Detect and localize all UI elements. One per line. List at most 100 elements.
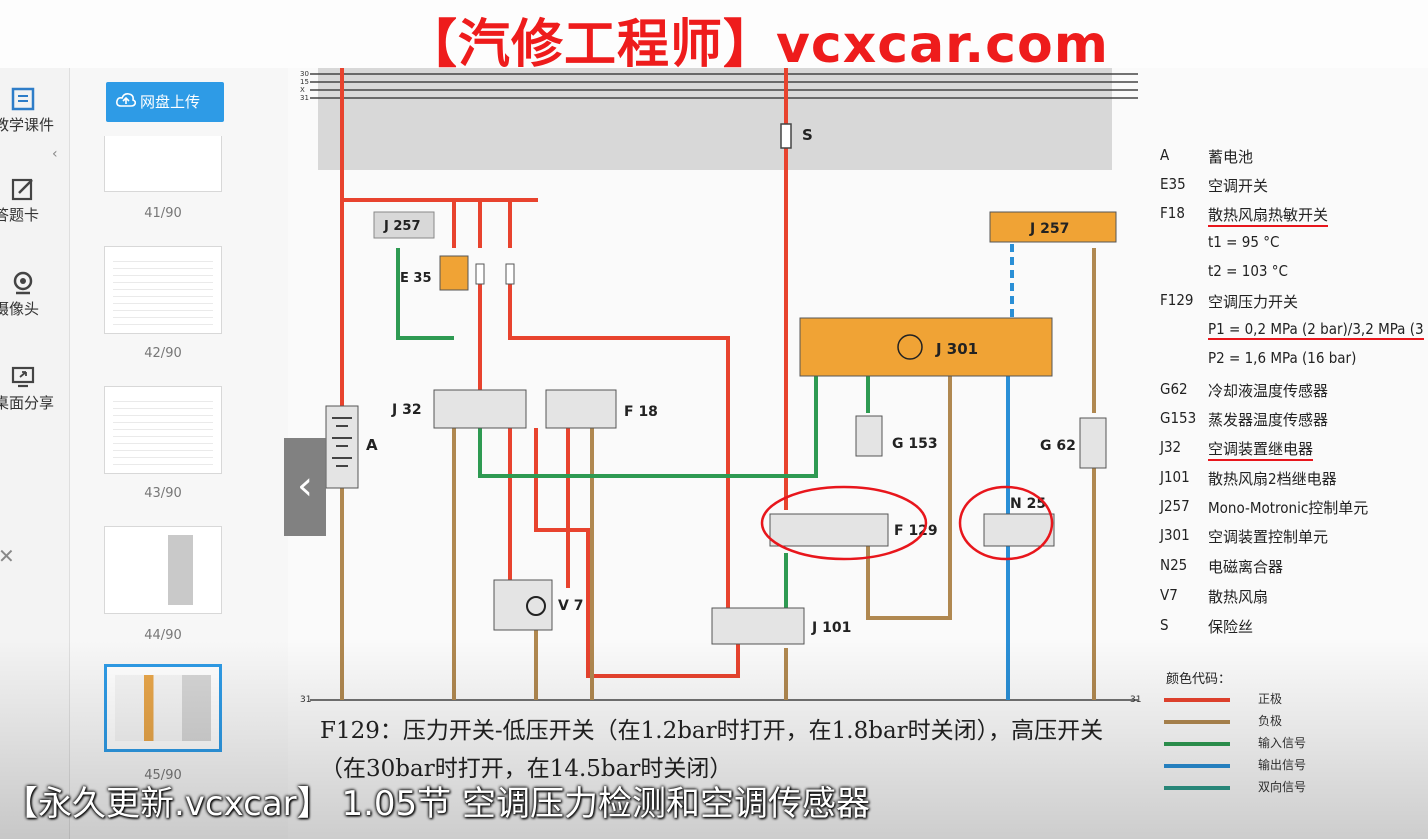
close-icon[interactable]: ✕ bbox=[0, 544, 15, 568]
video-caption: 【永久更新.vcxcar】 1.05节 空调压力检测和空调传感器 bbox=[4, 784, 870, 824]
page-number: 41/90 bbox=[144, 206, 182, 221]
color-swatch bbox=[1164, 764, 1230, 768]
legend-desc: 蒸发器温度传感器 bbox=[1208, 411, 1329, 429]
switch-f18 bbox=[545, 389, 617, 429]
legend-desc: P2 = 1,6 MPa (16 bar) bbox=[1208, 349, 1357, 367]
legend-desc: 冷却液温度传感器 bbox=[1208, 382, 1329, 400]
legend-desc: 蓄电池 bbox=[1208, 148, 1254, 166]
relay-j32-label: J 32 bbox=[391, 402, 422, 418]
color-swatch bbox=[1164, 720, 1230, 724]
color-label: 双向信号 bbox=[1258, 780, 1307, 794]
switch-e35-label: E 35 bbox=[400, 271, 432, 286]
page-number: 44/90 bbox=[144, 628, 182, 643]
color-label: 输入信号 bbox=[1258, 736, 1307, 750]
thumbnail-44[interactable] bbox=[104, 526, 222, 614]
sensor-g153 bbox=[855, 415, 883, 457]
legend-code: S bbox=[1160, 616, 1169, 634]
bus-label: X bbox=[300, 86, 305, 94]
legend-code: J32 bbox=[1160, 438, 1182, 456]
color-code-title: 颜色代码： bbox=[1166, 672, 1232, 687]
wiring-schematic: 30 15 X 31 31 31 bbox=[300, 68, 1141, 705]
legend-desc: 空调装置控制单元 bbox=[1208, 528, 1329, 546]
ecu-j257-left bbox=[373, 211, 435, 239]
answer-card-icon bbox=[11, 178, 33, 201]
fan-v7-label: V 7 bbox=[558, 598, 583, 614]
legend-code: N25 bbox=[1160, 556, 1188, 574]
legend-code: J301 bbox=[1160, 526, 1190, 544]
legend-desc: P1 = 0,2 MPa (2 bar)/3,2 MPa (3 bbox=[1208, 320, 1424, 340]
rail-label-answer-card: 答题卡 bbox=[0, 206, 40, 224]
bus-label: 15 bbox=[300, 78, 309, 86]
relay-j101 bbox=[711, 607, 805, 645]
legend-desc: 空调装置继电器 bbox=[1208, 438, 1314, 461]
fan-v7 bbox=[493, 579, 553, 631]
cloud-upload-button[interactable]: 网盘上传 bbox=[106, 82, 224, 122]
previous-page-button[interactable]: ‹ bbox=[284, 438, 326, 536]
chevron-left-icon[interactable]: ‹ bbox=[52, 146, 58, 162]
color-swatch bbox=[1164, 698, 1230, 702]
top-banner: 【汽修工程师】vcxcar.com bbox=[0, 0, 1428, 75]
sensor-g62-label: G 62 bbox=[1040, 438, 1076, 454]
fuse-box-area bbox=[318, 68, 1112, 170]
legend-code: F129 bbox=[1160, 291, 1194, 309]
color-label: 正极 bbox=[1258, 692, 1283, 706]
control-unit-j301-label: J 301 bbox=[935, 340, 978, 358]
thumbnail-45-active[interactable] bbox=[104, 664, 222, 752]
fuse-small bbox=[505, 263, 515, 285]
legend-desc: Mono-Motronic控制单元 bbox=[1208, 499, 1369, 517]
cloud-upload-icon bbox=[116, 83, 137, 123]
legend-desc: 空调开关 bbox=[1208, 177, 1269, 195]
legend-desc: t1 = 95 °C bbox=[1208, 233, 1280, 251]
legend-desc: 空调压力开关 bbox=[1208, 293, 1299, 311]
f129-note: F129：压力开关-低压开关（在1.2bar时打开，在1.8bar时关闭），高压… bbox=[320, 718, 1104, 782]
rail-item-camera[interactable]: 摄像头 bbox=[0, 270, 70, 319]
legend-code: G153 bbox=[1160, 409, 1197, 427]
clutch-n25 bbox=[983, 513, 1055, 547]
page-number: 42/90 bbox=[144, 346, 182, 361]
legend-desc: 散热风扇 bbox=[1208, 588, 1269, 606]
rail-item-desktop-share[interactable]: 桌面分享 bbox=[0, 364, 70, 413]
pressure-switch-label: F 129 bbox=[894, 523, 938, 539]
desktop-share-icon bbox=[11, 366, 35, 388]
legend-desc: 散热风扇2档继电器 bbox=[1208, 470, 1337, 488]
sensor-g62 bbox=[1079, 417, 1107, 469]
rail-item-answer-card[interactable]: 答题卡 bbox=[0, 176, 70, 225]
fuse-small bbox=[475, 263, 485, 285]
rail-label-camera: 摄像头 bbox=[0, 300, 40, 318]
legend-code: J257 bbox=[1160, 497, 1190, 515]
ground-label: 31 bbox=[300, 695, 311, 705]
ecu-j257-left-label: J 257 bbox=[383, 219, 421, 234]
rail-label-courseware: 教学课件 bbox=[0, 116, 55, 134]
fuse-s bbox=[780, 123, 792, 149]
thumbnail-panel: 网盘上传 41/90 42/90 43/90 44/90 45/90 bbox=[70, 68, 288, 839]
ecu-j257-right bbox=[989, 211, 1117, 243]
thumbnail-42[interactable] bbox=[104, 246, 222, 334]
legend-desc: 电磁离合器 bbox=[1208, 558, 1284, 576]
relay-j101-label: J 101 bbox=[811, 620, 851, 636]
legend-desc: t2 = 103 °C bbox=[1208, 262, 1288, 280]
rail-item-courseware[interactable]: 教学课件 bbox=[0, 86, 70, 135]
legend-code: F18 bbox=[1160, 204, 1185, 222]
switch-f18-label: F 18 bbox=[624, 404, 658, 420]
document-view: 30 15 X 31 31 31 bbox=[288, 68, 1428, 839]
chevron-left-icon: ‹ bbox=[297, 463, 313, 509]
sensor-g153-label: G 153 bbox=[892, 436, 938, 452]
switch-e35 bbox=[439, 255, 469, 291]
ground-label-right: 31 bbox=[1130, 695, 1141, 705]
color-label: 输出信号 bbox=[1258, 758, 1307, 772]
legend-code: A bbox=[1160, 146, 1170, 164]
annotation-circle bbox=[760, 485, 928, 561]
control-unit-j301 bbox=[799, 317, 1053, 377]
watermark-text: 【汽修工程师】vcxcar.com bbox=[405, 15, 1109, 75]
rail-label-desktop-share: 桌面分享 bbox=[0, 394, 55, 412]
thumbnail-41[interactable] bbox=[104, 136, 222, 192]
pressure-switch-f129 bbox=[769, 513, 889, 547]
page-number: 43/90 bbox=[144, 486, 182, 501]
thumbnail-43[interactable] bbox=[104, 386, 222, 474]
camera-icon bbox=[13, 271, 33, 295]
legend-desc: 散热风扇热敏开关 bbox=[1208, 204, 1329, 227]
bus-label: 30 bbox=[300, 70, 309, 78]
color-label: 负极 bbox=[1258, 714, 1283, 728]
legend-desc: 保险丝 bbox=[1208, 618, 1254, 636]
relay-j32 bbox=[433, 389, 527, 429]
